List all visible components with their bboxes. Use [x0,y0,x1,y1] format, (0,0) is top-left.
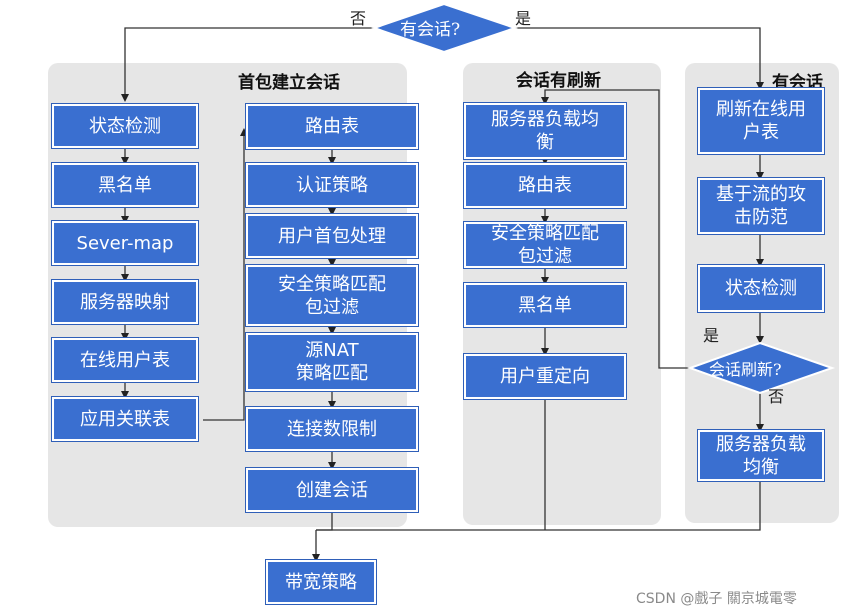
box-app-association-table: 应用关联表 [52,397,198,441]
box-security-policy-1: 安全策略匹配包过滤 [246,265,418,326]
decision-refresh-yes-label: 是 [703,326,720,345]
box-server-lb-2: 服务器负载均衡 [698,430,824,481]
decision-has-session-label: 有会话? [400,20,461,40]
box-connection-limit: 连接数限制 [246,407,418,451]
box-server-lb-1: 服务器负载均衡 [464,103,626,159]
box-server-mapping: 服务器映射 [52,280,198,324]
edge-no-to-state-check [121,27,374,102]
decision-session-refresh-label: 会话刷新? [709,360,782,379]
edge-yes-to-refresh-user [515,27,764,90]
box-auth-policy: 认证策略 [246,163,418,207]
decision-has-session [370,2,519,54]
decision-refresh-no-label: 否 [768,387,785,406]
box-state-check-2: 状态检测 [698,265,824,312]
watermark: CSDN @戲子 關京城電零 [636,591,797,607]
box-flow-attack-defense: 基于流的攻击防范 [698,178,824,234]
decision-session-refresh [687,341,836,395]
box-online-user-table: 在线用户表 [52,338,198,382]
box-server-map: Sever-map [52,221,198,265]
panel-session-refresh-title: 会话有刷新 [516,71,601,91]
decision-yes-label: 是 [515,9,532,28]
box-routing-table-1: 路由表 [246,104,418,149]
panel-first-packet-title: 首包建立会话 [238,73,340,93]
box-first-packet-handling: 用户首包处理 [246,214,418,258]
decision-no-label: 否 [350,9,367,28]
box-blacklist: 黑名单 [52,163,198,207]
box-blacklist-2: 黑名单 [464,283,626,327]
box-routing-table-2: 路由表 [464,163,626,208]
box-user-redirect: 用户重定向 [464,354,626,399]
box-security-policy-2: 安全策略匹配包过滤 [464,222,626,268]
box-bandwidth-policy: 带宽策略 [266,560,376,604]
box-state-check: 状态检测 [52,104,198,148]
box-refresh-online-user: 刷新在线用户表 [698,88,824,154]
box-create-session: 创建会话 [246,468,418,512]
